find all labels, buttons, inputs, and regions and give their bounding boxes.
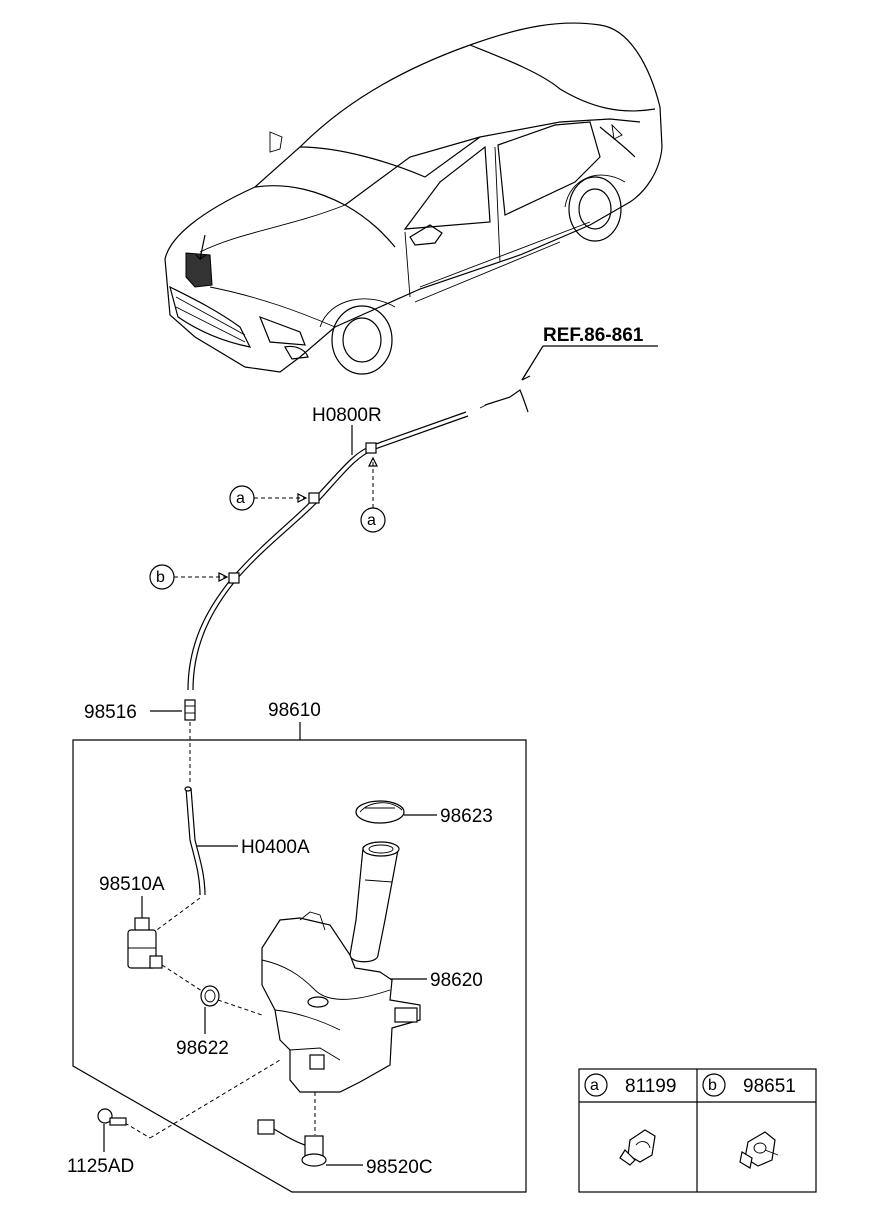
filler-cap: 98623 [355, 800, 493, 827]
svg-text:a: a [367, 512, 376, 529]
level-sensor-label: 98520C [366, 1157, 433, 1178]
ref-label: REF.86-861 [543, 325, 644, 346]
connector-label: 98516 [84, 702, 137, 723]
legend-b-part: 98651 [743, 1076, 796, 1097]
connector-98516: 98516 [84, 699, 196, 723]
reservoir: 98620 [124, 841, 483, 1139]
grommet: 98622 [161, 964, 263, 1059]
reservoir-label: 98620 [430, 970, 483, 991]
level-sensor: 98520C [257, 1119, 433, 1178]
legend-b-marker: b [708, 1077, 717, 1094]
svg-text:a: a [236, 490, 245, 507]
legend-table: a 81199 b 98651 [578, 1068, 817, 1193]
clip-a-sketch [619, 1129, 656, 1166]
legend-a-part: 81199 [625, 1076, 676, 1097]
reservoir-assembly: 98610 H0400A 98510A 98622 [72, 700, 527, 1193]
pump-label: 98510A [99, 874, 165, 895]
callout-b-left: b [149, 564, 229, 590]
car-illustration [164, 22, 663, 375]
legend-a-marker: a [590, 1077, 599, 1094]
hose-lower-label: H0400A [241, 837, 310, 858]
bolt: 1125AD [67, 1108, 134, 1177]
callout-a-below: a [360, 456, 386, 533]
svg-text:b: b [156, 569, 165, 586]
washer-pump: 98510A [99, 874, 201, 969]
clip-b-sketch [739, 1131, 779, 1169]
reservoir-assy-label: 98610 [268, 700, 321, 721]
grommet-label: 98622 [176, 1038, 229, 1059]
cap-label: 98623 [440, 806, 493, 827]
upper-hose-assembly: REF.86-861 H0800R a a [84, 325, 658, 723]
callout-a-left: a [229, 485, 308, 511]
hose-upper-label: H0800R [312, 405, 382, 426]
bolt-label: 1125AD [67, 1156, 134, 1177]
